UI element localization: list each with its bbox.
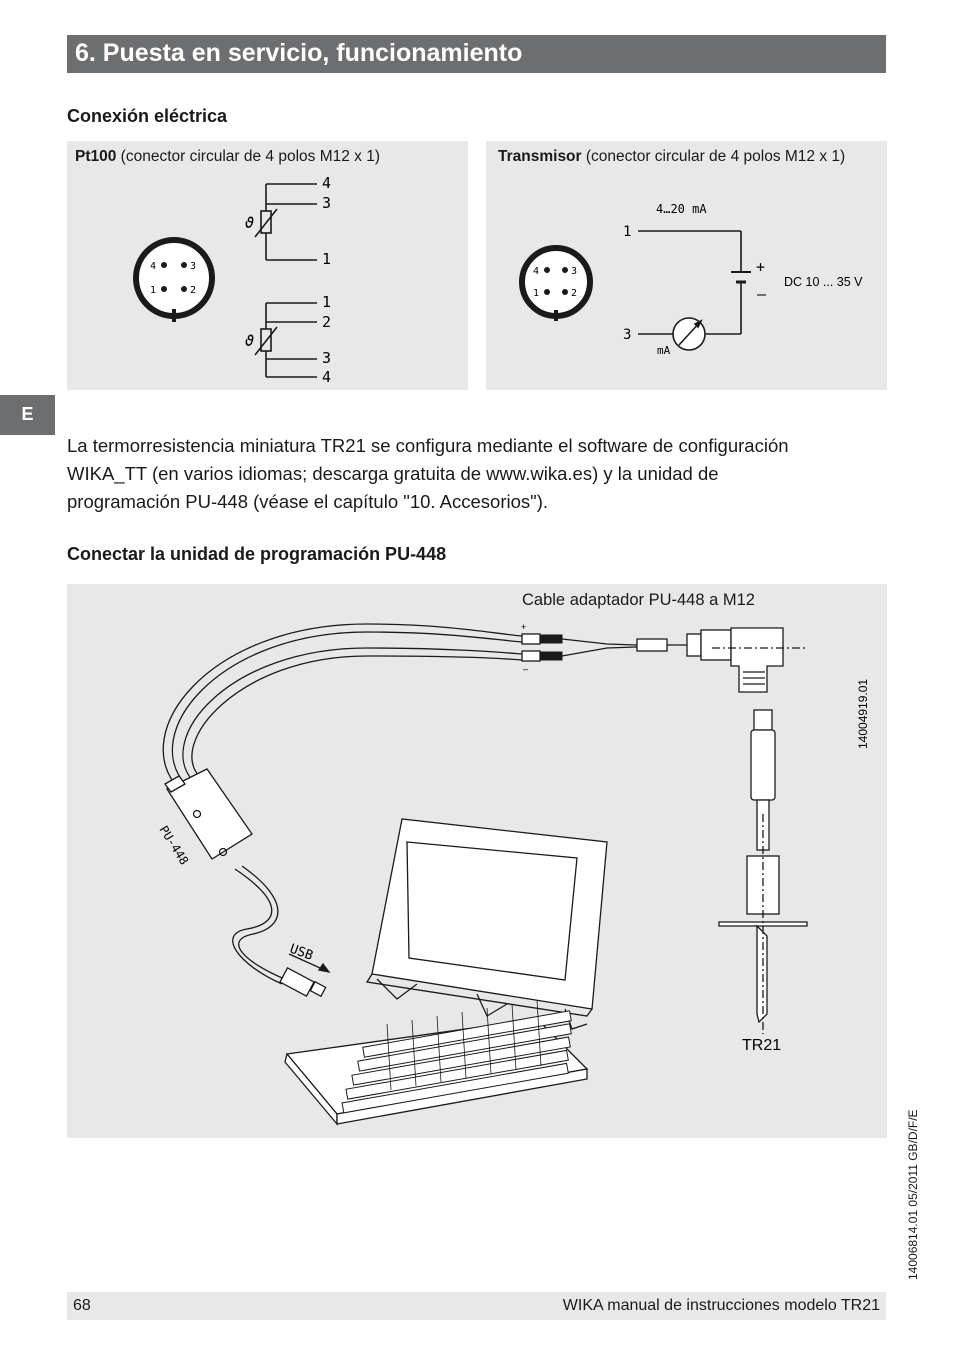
pin-label: 3	[571, 266, 577, 277]
paragraph-line: programación PU-448 (véase el capítulo "…	[67, 491, 549, 512]
m12-connector-transmitter: 4 3 1 2	[519, 245, 593, 321]
m12-connector-pt100: 4 3 1 2	[133, 237, 215, 322]
current-loop	[638, 230, 751, 351]
wire-label: 2	[322, 313, 331, 331]
wire-label: 1	[322, 293, 331, 311]
pin-label: 4	[533, 266, 539, 277]
wire-label: 3	[322, 194, 331, 212]
pin-label: 2	[571, 288, 577, 299]
pin-label: 2	[190, 285, 196, 296]
footer-text: WIKA manual de instrucciones modelo TR21	[562, 1297, 880, 1314]
wire-label: 4	[322, 174, 331, 192]
three-wire-circuit	[254, 183, 317, 261]
pin-label: 1	[150, 285, 156, 296]
plug-grip	[539, 634, 563, 661]
wire-label: 1	[322, 250, 331, 268]
transmitter-panel: Transmisor (conector circular de 4 polos…	[486, 141, 887, 390]
current-range-label: 4…20 mA	[656, 202, 707, 216]
document-code: 14006814.01 05/2011 GB/D/F/E	[906, 1109, 920, 1280]
minus-label: –	[523, 664, 528, 674]
resistor-symbol: ϑ	[245, 214, 254, 232]
resistor-symbol: ϑ	[245, 332, 254, 350]
paragraph-line: WIKA_TT (en varios idiomas; descarga gra…	[67, 463, 719, 484]
pin-label: 3	[623, 327, 631, 343]
pin-label: 1	[623, 224, 631, 240]
tr21-label: TR21	[742, 1037, 781, 1054]
transmitter-wiring-diagram: 4 3 1 2 4…20 mA 1 3 + – DC 10 ... 35 V m…	[519, 202, 863, 357]
usb-label: USB	[288, 942, 315, 964]
paragraph-line: La termorresistencia miniatura TR21 se c…	[67, 435, 789, 456]
connection-illustration-panel: Cable adaptador PU-448 a M12	[67, 584, 887, 1138]
minus-sign: –	[757, 285, 767, 303]
supply-voltage-label: DC 10 ... 35 V	[784, 275, 863, 289]
wire-label: 4	[322, 368, 331, 386]
section-title-bar: 6. Puesta en servicio, funcionamiento	[67, 35, 886, 73]
laptop-keyboard	[341, 1010, 572, 1114]
pt100-wiring-diagram: 4 3 1 2 ϑ 4 3 1 ϑ 1 2 3	[133, 174, 331, 386]
pt100-caption: Pt100 (conector circular de 4 polos M12 …	[75, 148, 380, 165]
keyboard-key-dividers	[386, 999, 542, 1091]
connection-drawing: + – PU-448 USB TR21 14004919.01	[156, 622, 870, 1126]
pt100-panel: Pt100 (conector circular de 4 polos M12 …	[67, 141, 468, 390]
wire-label: 3	[322, 349, 331, 367]
four-wire-circuit	[254, 302, 317, 378]
page-footer: 68 WIKA manual de instrucciones modelo T…	[67, 1292, 886, 1320]
transmitter-caption: Transmisor (conector circular de 4 polos…	[498, 148, 846, 165]
meter-unit-label: mA	[657, 344, 671, 357]
cable-label: Cable adaptador PU-448 a M12	[522, 591, 755, 609]
heading-electrical-connection: Conexión eléctrica	[67, 106, 228, 126]
pin-label: 4	[150, 261, 156, 272]
page-number: 68	[73, 1297, 91, 1314]
language-tab: E	[0, 395, 55, 435]
section-title: 6. Puesta en servicio, funcionamiento	[75, 39, 523, 67]
heading-connect-pu448: Conectar la unidad de programación PU-44…	[67, 544, 447, 564]
intro-paragraph: La termorresistencia miniatura TR21 se c…	[67, 432, 887, 516]
pin-label: 3	[190, 261, 196, 272]
language-tab-label: E	[21, 404, 34, 424]
pu448-label: PU-448	[156, 823, 191, 867]
drawing-number: 14004919.01	[856, 679, 870, 749]
pin-label: 1	[533, 288, 539, 299]
plus-sign: +	[756, 258, 765, 276]
plus-label: +	[521, 622, 526, 632]
